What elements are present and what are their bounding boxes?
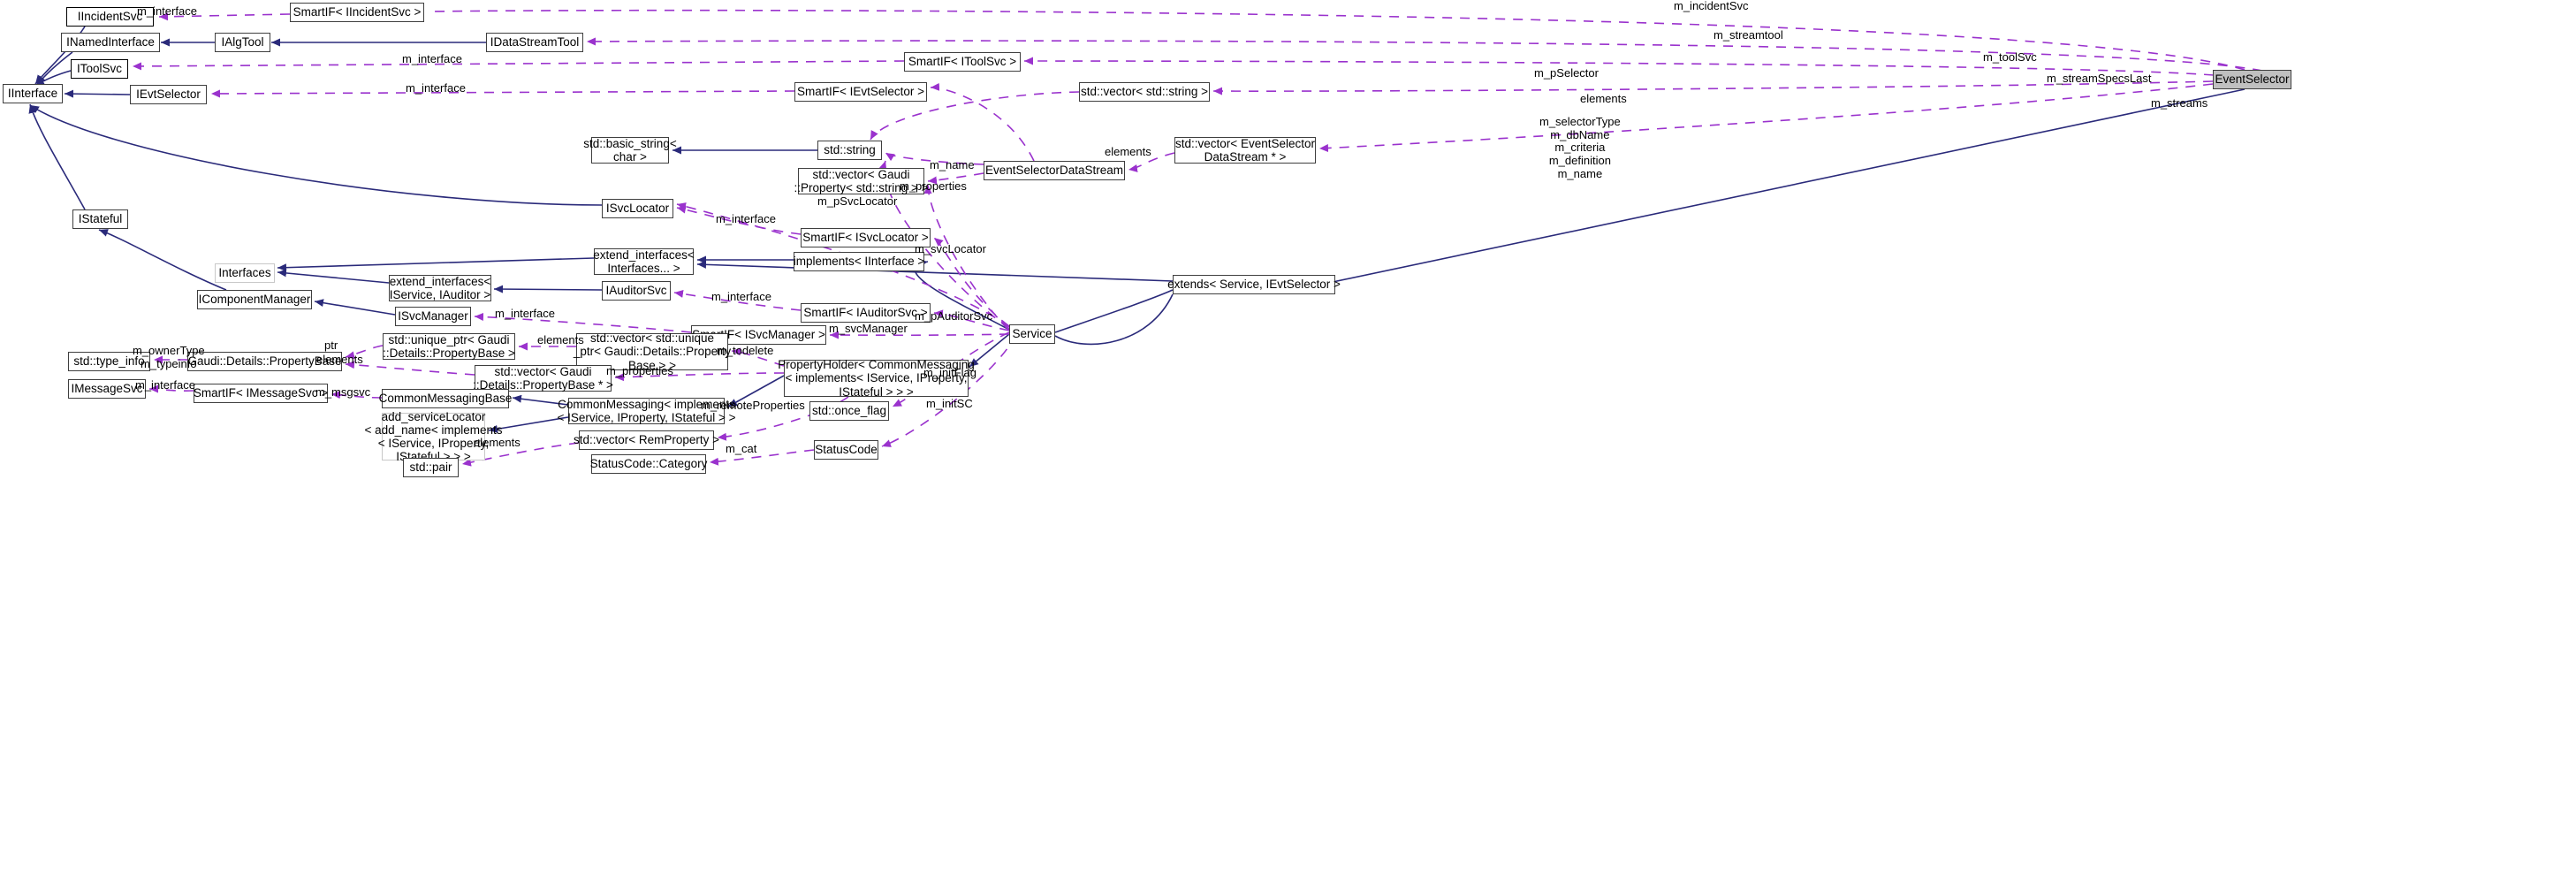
class-node-std-unique-ptr-gaudi-details-propertybase[interactable]: std::unique_ptr< Gaudi ::Details::Proper… (383, 332, 515, 360)
edge-label-m-toolsvc: m_toolSvc (1983, 50, 2037, 64)
edge-label-m-selectortype: m_selectorType m_dbName m_criteria m_def… (1539, 115, 1621, 180)
class-node-istateful[interactable]: IStateful (72, 209, 128, 229)
class-node-std-basic-string-char[interactable]: std::basic_string< char > (583, 136, 677, 164)
class-node-statuscode-category[interactable]: StatusCode::Category (590, 454, 707, 474)
class-node-iauditorsvc[interactable]: IAuditorSvc (602, 281, 671, 301)
edge-label-m-interface: m_interface (137, 4, 197, 18)
edge-label-m-initflag: m_initFlag (923, 366, 976, 379)
edge-label-m-svcmanager: m_svcManager (829, 322, 908, 335)
edge-label-m-interface: m_interface (711, 290, 771, 303)
class-node-smartif-itoolsvc[interactable]: SmartIF< IToolSvc > (904, 52, 1021, 72)
class-node-icomponentmanager[interactable]: IComponentManager (197, 290, 312, 309)
edge-label-elements: elements (316, 353, 363, 366)
class-node-smartif-iauditorsvc[interactable]: SmartIF< IAuditorSvc > (801, 303, 931, 323)
class-node-extend-interfaces-interfaces[interactable]: extend_interfaces< Interfaces... > (593, 247, 695, 275)
edge-label-m-streams: m_streams (2151, 96, 2208, 110)
class-node-statuscode[interactable]: StatusCode (814, 440, 878, 460)
edge-label-m-properties: m_properties (606, 364, 673, 377)
edge-label-m-incidentsvc: m_incidentSvc (1674, 0, 1749, 12)
class-node-idatastreamtool[interactable]: IDataStreamTool (486, 33, 583, 52)
class-node-extends-service-ievtselector[interactable]: extends< Service, IEvtSelector > (1167, 275, 1341, 294)
class-node-eventselectordatastream[interactable]: EventSelectorDataStream (984, 161, 1125, 180)
edge-label-ptr: ptr (324, 339, 338, 352)
class-node-std-type-info[interactable]: std::type_info (68, 352, 150, 371)
edge-label-m-svclocator: m_svcLocator (915, 242, 986, 255)
edge-label-m-cat: m_cat (726, 442, 757, 455)
edge-label-m-pselector: m_pSelector (1534, 66, 1599, 80)
edge-label-m-streamspecslast: m_streamSpecsLast (2047, 72, 2152, 85)
class-node-isvclocator[interactable]: ISvcLocator (602, 199, 673, 218)
class-node-imessagesvc[interactable]: IMessageSvc (68, 379, 146, 399)
edge-label-m-interface: m_interface (135, 378, 195, 392)
edge-label-elements: elements (1105, 145, 1151, 158)
edge-label-m-psvclocator: m_pSvcLocator (817, 194, 898, 208)
edge-label-m-interface: m_interface (406, 81, 466, 95)
class-node-extend-interfaces-iservice-iauditor[interactable]: extend_interfaces< IService, IAuditor > (389, 274, 491, 301)
class-node-iinterface[interactable]: IInterface (3, 84, 63, 103)
class-node-interfaces[interactable]: Interfaces (215, 263, 275, 283)
class-node-itoolsvc[interactable]: IToolSvc (71, 59, 128, 79)
class-node-std-pair[interactable]: std::pair (403, 458, 459, 477)
class-node-iincidentsvc[interactable]: IIncidentSvc (66, 7, 154, 27)
class-node-smartif-ievtselector[interactable]: SmartIF< IEvtSelector > (794, 82, 927, 102)
class-node-implements-iinterface[interactable]: implements< IInterface > (794, 252, 924, 271)
edge-label-m-name: m_name (930, 158, 975, 171)
edge-label-m-interface: m_interface (402, 52, 462, 65)
class-node-std-vector-eventselector-datastream[interactable]: std::vector< EventSelector DataStream * … (1174, 136, 1316, 164)
class-node-std-vector-gaudi-property-std-string[interactable]: std::vector< Gaudi ::Property< std::stri… (794, 167, 929, 194)
class-node-ievtselector[interactable]: IEvtSelector (130, 85, 207, 104)
edge-label-m-msgsvc: m_msgsvc (315, 385, 371, 399)
edge-label-m-remoteproperties: m_remoteProperties (701, 399, 805, 412)
class-node-smartif-iincidentsvc[interactable]: SmartIF< IIncidentSvc > (290, 3, 424, 22)
class-node-service[interactable]: Service (1009, 324, 1055, 344)
class-node-eventselector[interactable]: EventSelector (2213, 70, 2291, 89)
class-node-inamedinterface[interactable]: INamedInterface (61, 33, 160, 52)
class-node-std-vector-std-unique-ptr-gaudi-details-property[interactable]: std::vector< std::unique _ptr< Gaudi::De… (573, 331, 732, 372)
class-node-ialgtool[interactable]: IAlgTool (215, 33, 270, 52)
edge-label-elements: elements (474, 436, 521, 449)
edge-label-m-pauditorsvc: m_pAuditorSvc (915, 309, 993, 323)
class-node-std-string[interactable]: std::string (817, 141, 882, 160)
edge-label-m-streamtool: m_streamtool (1714, 28, 1783, 42)
class-node-std-vector-gaudi-details-propertybase[interactable]: std::vector< Gaudi ::Details::PropertyBa… (473, 364, 613, 392)
class-node-isvcmanager[interactable]: ISvcManager (395, 307, 471, 326)
edge-label-elements: elements (537, 333, 584, 346)
edge-label-m-interface: m_interface (495, 307, 555, 320)
class-node-std-vector-remproperty[interactable]: std::vector< RemProperty > (574, 430, 719, 450)
class-node-std-vector-std-string[interactable]: std::vector< std::string > (1079, 82, 1210, 102)
class-node-smartif-imessagesvc[interactable]: SmartIF< IMessageSvc > (194, 384, 328, 403)
class-node-commonmessagingbase[interactable]: CommonMessagingBase (379, 389, 512, 408)
edge-label-elements: elements (1580, 92, 1627, 105)
class-node-std-once-flag[interactable]: std::once_flag (809, 401, 889, 421)
edge-label-m-initsc: m_initSC (926, 397, 973, 410)
edge-label-m-todelete: m_todelete (717, 344, 774, 357)
class-node-gaudi-details-propertybase[interactable]: Gaudi::Details::PropertyBase (187, 352, 342, 371)
edge-label-m-properties: m_properties (900, 179, 967, 193)
class-node-smartif-isvclocator[interactable]: SmartIF< ISvcLocator > (801, 228, 931, 247)
edge-label-m-interface: m_interface (716, 212, 776, 225)
class-node-add-servicelocator-add-name-implements-iservice-[interactable]: add_serviceLocator < add_name< implement… (364, 409, 503, 464)
edge-label-m-ownertype: m_ownerType m_typeinfo (133, 344, 205, 370)
